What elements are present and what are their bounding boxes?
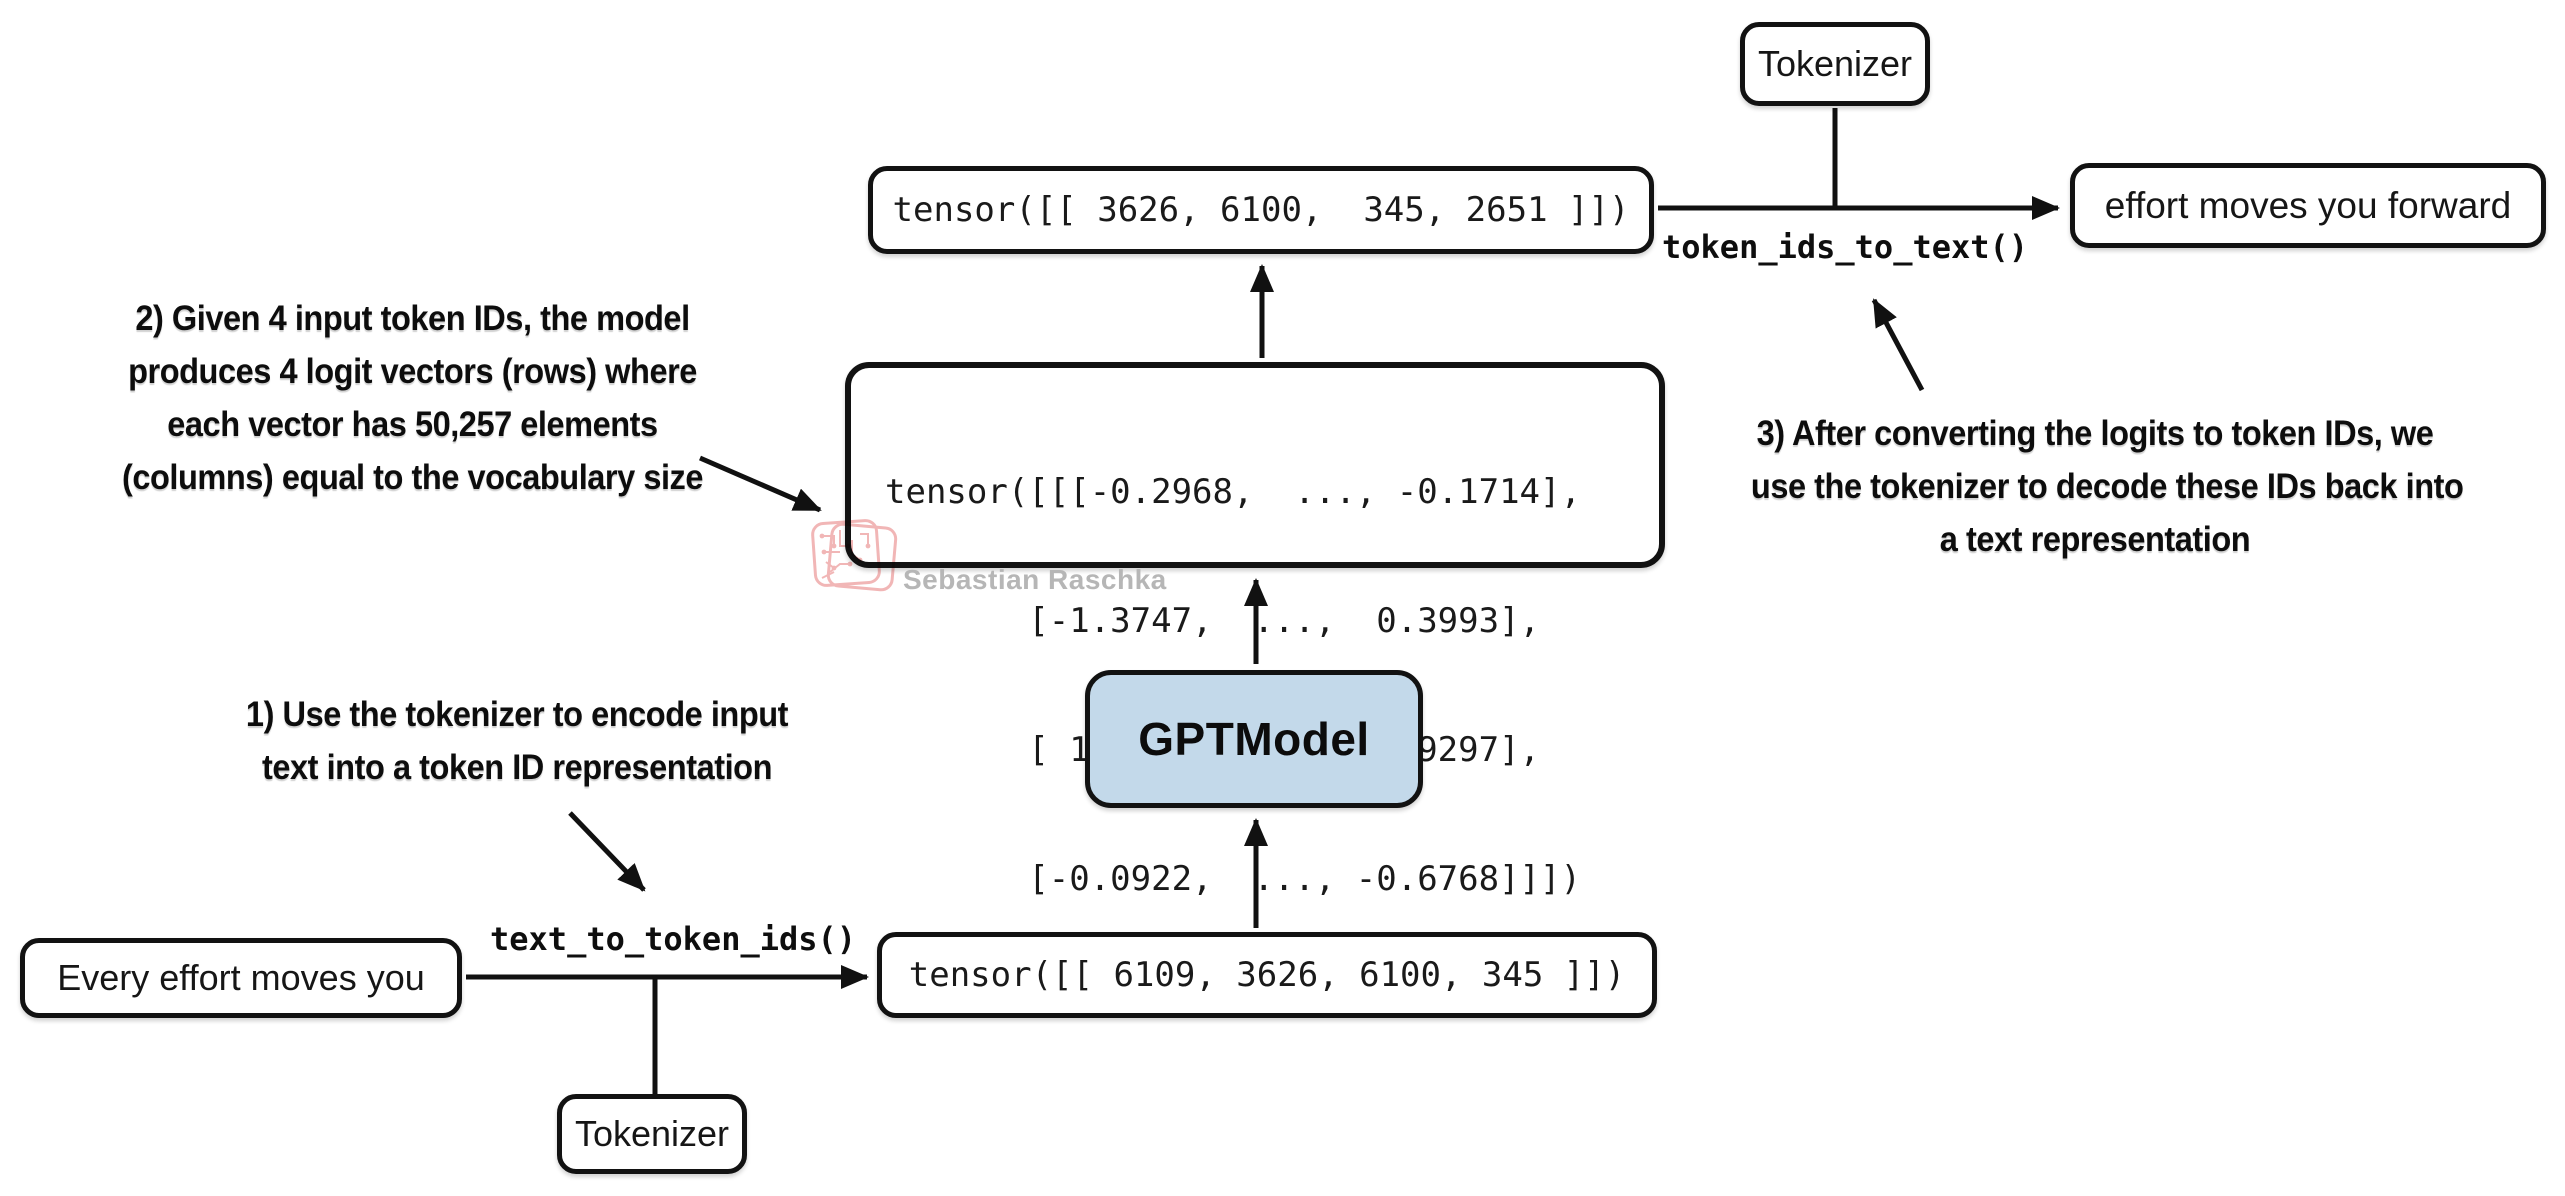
input-token-ids-code: tensor([[ 6109, 3626, 6100, 345 ]]) [908, 955, 1626, 995]
output-token-ids-box: tensor([[ 3626, 6100, 345, 2651 ]]) [868, 166, 1654, 254]
output-text-box: effort moves you forward [2070, 163, 2546, 248]
note-step2-line3: each vector has 50,257 elements [167, 405, 658, 444]
note-step2-line1: 2) Given 4 input token IDs, the model [135, 299, 690, 338]
logits-line-4: [-0.0922, ..., -0.6768]]]) [885, 859, 1581, 899]
tokenizer-top-box: Tokenizer [1740, 22, 1930, 106]
logits-code: tensor([[[-0.2968, ..., -0.1714], [-1.37… [851, 368, 1581, 987]
note-step3: 3) After converting the logits to token … [1750, 407, 2464, 566]
input-text-box: Every effort moves you [20, 938, 462, 1018]
output-token-ids-code: tensor([[ 3626, 6100, 345, 2651 ]]) [892, 190, 1630, 230]
note-step2-line4: (columns) equal to the vocabulary size [121, 458, 704, 497]
note-step3-line1: 3) After converting the logits to token … [1756, 414, 2434, 453]
note-step1: 1) Use the tokenizer to encode input tex… [222, 688, 812, 794]
decode-fn-label: token_ids_to_text() [1662, 228, 2029, 266]
watermark-text: Sebastian Raschka [903, 564, 1167, 595]
encode-fn-label: text_to_token_ids() [490, 920, 857, 958]
note-step3-line3: a text representation [1939, 520, 2251, 559]
gptmodel-label: GPTModel [1138, 713, 1370, 765]
note2-pointer-arrow [699, 455, 822, 513]
input-token-ids-box: tensor([[ 6109, 3626, 6100, 345 ]]) [877, 932, 1657, 1018]
note1-pointer-arrow [568, 811, 646, 892]
input-text-label: Every effort moves you [57, 957, 425, 998]
note-step3-line2: use the tokenizer to decode these IDs ba… [1750, 467, 2464, 506]
gptmodel-box: GPTModel [1085, 670, 1423, 808]
watermark-logo [811, 519, 898, 592]
output-text-label: effort moves you forward [2104, 184, 2512, 226]
note-step2: 2) Given 4 input token IDs, the model pr… [103, 292, 721, 504]
note3-pointer-arrow [1871, 298, 1925, 392]
logits-line-1: tensor([[[-0.2968, ..., -0.1714], [885, 472, 1581, 512]
logits-line-2: [-1.3747, ..., 0.3993], [885, 601, 1541, 641]
note-step2-line2: produces 4 logit vectors (rows) where [128, 352, 697, 391]
note-step1-line1: 1) Use the tokenizer to encode input [245, 695, 789, 734]
tokenizer-top-label: Tokenizer [1757, 43, 1913, 84]
note-step1-line2: text into a token ID representation [261, 748, 773, 787]
tokenizer-bottom-label: Tokenizer [574, 1113, 730, 1154]
tokenizer-bottom-box: Tokenizer [557, 1094, 747, 1174]
logits-box: tensor([[[-0.2968, ..., -0.1714], [-1.37… [845, 362, 1665, 899]
